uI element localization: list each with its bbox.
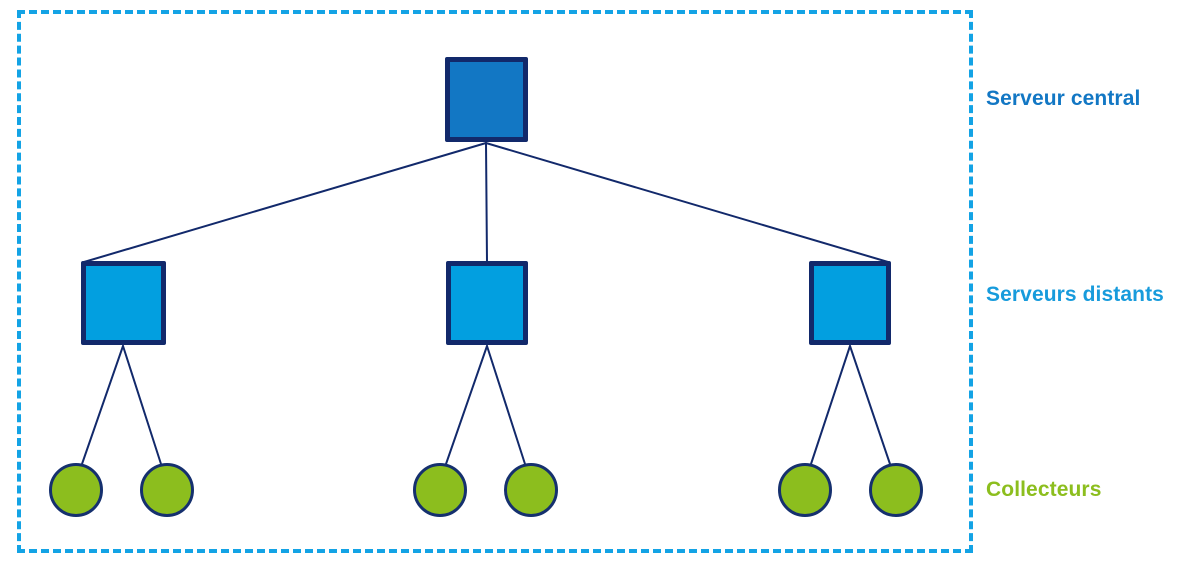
tier-label-serveur-central: Serveur central	[986, 87, 1141, 110]
node-serveur-central[interactable]	[445, 57, 528, 142]
tier-label-serveurs-distants: Serveurs distants	[986, 283, 1164, 306]
node-collecteur[interactable]	[49, 463, 103, 517]
node-collecteur[interactable]	[778, 463, 832, 517]
node-collecteur[interactable]	[869, 463, 923, 517]
node-serveur-distant[interactable]	[81, 261, 166, 345]
node-serveur-distant[interactable]	[446, 261, 528, 345]
tier-label-collecteurs: Collecteurs	[986, 478, 1102, 501]
node-collecteur[interactable]	[413, 463, 467, 517]
node-collecteur[interactable]	[504, 463, 558, 517]
diagram-boundary-dashed	[17, 10, 973, 553]
node-serveur-distant[interactable]	[809, 261, 891, 345]
node-collecteur[interactable]	[140, 463, 194, 517]
